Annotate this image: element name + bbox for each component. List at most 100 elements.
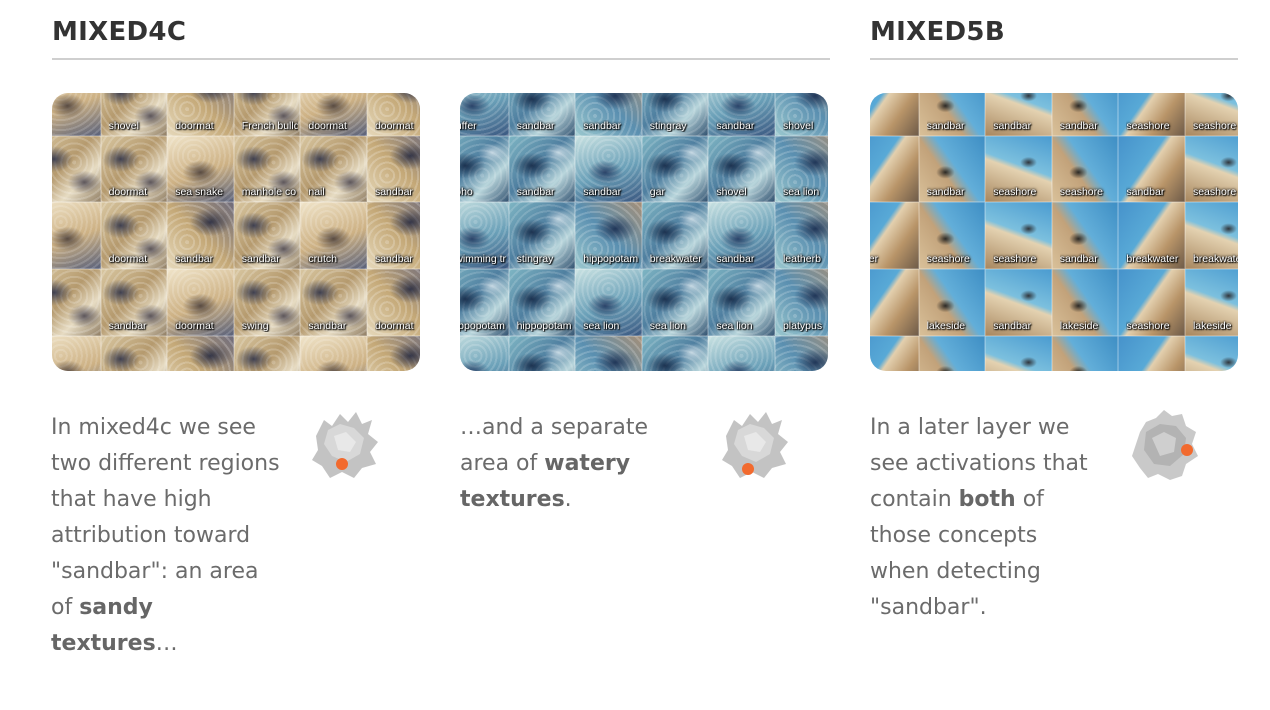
grid-cell[interactable]: lakeside [1184, 335, 1238, 371]
grid-cell[interactable]: sandbar [1051, 93, 1119, 136]
grid-cell[interactable] [233, 335, 301, 371]
grid-cell[interactable]: sandbar [100, 269, 168, 336]
grid-cell[interactable]: sandbar [985, 269, 1052, 336]
grid-cell[interactable]: lakeside [1118, 335, 1185, 371]
grid-cell[interactable] [167, 335, 234, 371]
grid-cell[interactable]: sandbar [1051, 202, 1119, 270]
grid-cell[interactable] [52, 269, 101, 336]
grid-cell[interactable]: breakwater [641, 202, 709, 270]
grid-cell[interactable]: sandbar [575, 93, 642, 136]
grid-cell[interactable]: doormat [300, 93, 367, 136]
grid-cell[interactable]: sandbar [918, 93, 986, 136]
grid-cell[interactable]: hippopotam [460, 269, 509, 336]
grid-cell[interactable]: sandbar [575, 135, 642, 203]
grid-cell[interactable] [52, 202, 101, 270]
grid-cell[interactable]: seashore [985, 135, 1052, 203]
grid-cell[interactable] [508, 335, 576, 371]
grid-cell[interactable] [708, 335, 775, 371]
grid-cell[interactable]: seashore [1184, 135, 1238, 203]
grid-cell[interactable]: sandbar [366, 135, 420, 203]
cell-label: lakeside [926, 319, 966, 332]
grid-cell[interactable]: manhole co [233, 135, 301, 203]
grid-cell[interactable]: sea lion [708, 269, 775, 336]
grid-cell[interactable] [460, 335, 509, 371]
grid-cell[interactable]: breakwater [1118, 202, 1185, 270]
grid-cell[interactable]: swimming tr [460, 202, 509, 270]
grid-cell[interactable] [300, 335, 367, 371]
grid-cell[interactable]: puffer [460, 93, 509, 136]
grid-cell[interactable] [870, 135, 919, 203]
section-divider [870, 58, 1238, 60]
grid-cell[interactable] [774, 335, 828, 371]
activation-grid-watery[interactable]: puffersandbarsandbarstingraysandbarshove… [460, 93, 828, 371]
grid-cell[interactable]: seashore [1051, 135, 1119, 203]
grid-cell[interactable]: shovel [774, 93, 828, 136]
grid-cell[interactable] [870, 335, 919, 371]
grid-cell[interactable]: sandbar [233, 202, 301, 270]
grid-cell[interactable]: doormat [366, 269, 420, 336]
grid-cell[interactable]: lakeside [918, 335, 986, 371]
grid-cell[interactable]: seashore [1118, 269, 1185, 336]
grid-cell[interactable]: sea lion [641, 269, 709, 336]
grid-cell[interactable]: shovel [708, 135, 775, 203]
grid-cell[interactable] [52, 335, 101, 371]
grid-cell[interactable]: lakeside [1051, 269, 1119, 336]
cell-label: seashore [1192, 186, 1237, 199]
grid-cell[interactable] [100, 335, 168, 371]
grid-cell[interactable]: doormat [100, 202, 168, 270]
grid-cell[interactable]: coho [460, 135, 509, 203]
grid-cell[interactable]: seashore [1118, 93, 1185, 136]
grid-cell[interactable]: sandbar [508, 93, 576, 136]
cell-label: breakwater [1192, 253, 1238, 266]
grid-cell[interactable]: crutch [300, 202, 367, 270]
grid-cell[interactable]: seashore [985, 202, 1052, 270]
grid-cell[interactable]: sandbar [708, 93, 775, 136]
section-title: MIXED4C [52, 17, 187, 47]
grid-cell[interactable]: French bulld [233, 93, 301, 136]
grid-cell[interactable]: sandbar [167, 202, 234, 270]
grid-cell[interactable]: hippopotam [508, 269, 576, 336]
grid-cell[interactable] [366, 335, 420, 371]
grid-cell[interactable] [870, 93, 919, 136]
grid-cell[interactable]: seashore [918, 202, 986, 270]
grid-cell[interactable]: seashore [1184, 93, 1238, 136]
grid-cell[interactable]: sea lion [774, 135, 828, 203]
grid-cell[interactable]: leatherb [774, 202, 828, 270]
grid-cell[interactable] [52, 93, 101, 136]
grid-cell[interactable] [575, 335, 642, 371]
grid-cell[interactable]: sea snake [167, 135, 234, 203]
grid-cell[interactable]: doormat [366, 93, 420, 136]
grid-cell[interactable]: sandbar [366, 202, 420, 270]
grid-cell[interactable]: hippopotam [575, 202, 642, 270]
grid-cell[interactable]: sandbar [708, 202, 775, 270]
grid-cell[interactable]: sandbar [300, 269, 367, 336]
grid-cell[interactable]: seashore [1051, 335, 1119, 371]
cell-label: lakeside [1192, 319, 1232, 332]
grid-cell[interactable]: stingray [641, 93, 709, 136]
grid-cell[interactable]: shovel [100, 93, 168, 136]
grid-cell[interactable]: stingray [508, 202, 576, 270]
grid-cell[interactable] [641, 335, 709, 371]
grid-cell[interactable]: breakwater [1184, 202, 1238, 270]
cell-label: sandbar [175, 253, 214, 266]
grid-cell[interactable]: sandbar [508, 135, 576, 203]
grid-cell[interactable] [870, 269, 919, 336]
grid-cell[interactable]: lakeside [918, 269, 986, 336]
grid-cell[interactable]: swing [233, 269, 301, 336]
grid-cell[interactable] [52, 135, 101, 203]
grid-cell[interactable]: sandbar [985, 93, 1052, 136]
grid-cell[interactable]: sandbar [918, 135, 986, 203]
grid-cell[interactable]: ater [870, 202, 919, 270]
grid-cell[interactable]: sandbar [1118, 135, 1185, 203]
grid-cell[interactable]: nail [300, 135, 367, 203]
grid-cell[interactable]: lakeside [1184, 269, 1238, 336]
grid-cell[interactable]: gar [641, 135, 709, 203]
grid-cell[interactable]: doormat [100, 135, 168, 203]
grid-cell[interactable]: doormat [167, 269, 234, 336]
grid-cell[interactable]: lakeside [985, 335, 1052, 371]
grid-cell[interactable]: sea lion [575, 269, 642, 336]
grid-cell[interactable]: platypus [774, 269, 828, 336]
grid-cell[interactable]: doormat [167, 93, 234, 136]
